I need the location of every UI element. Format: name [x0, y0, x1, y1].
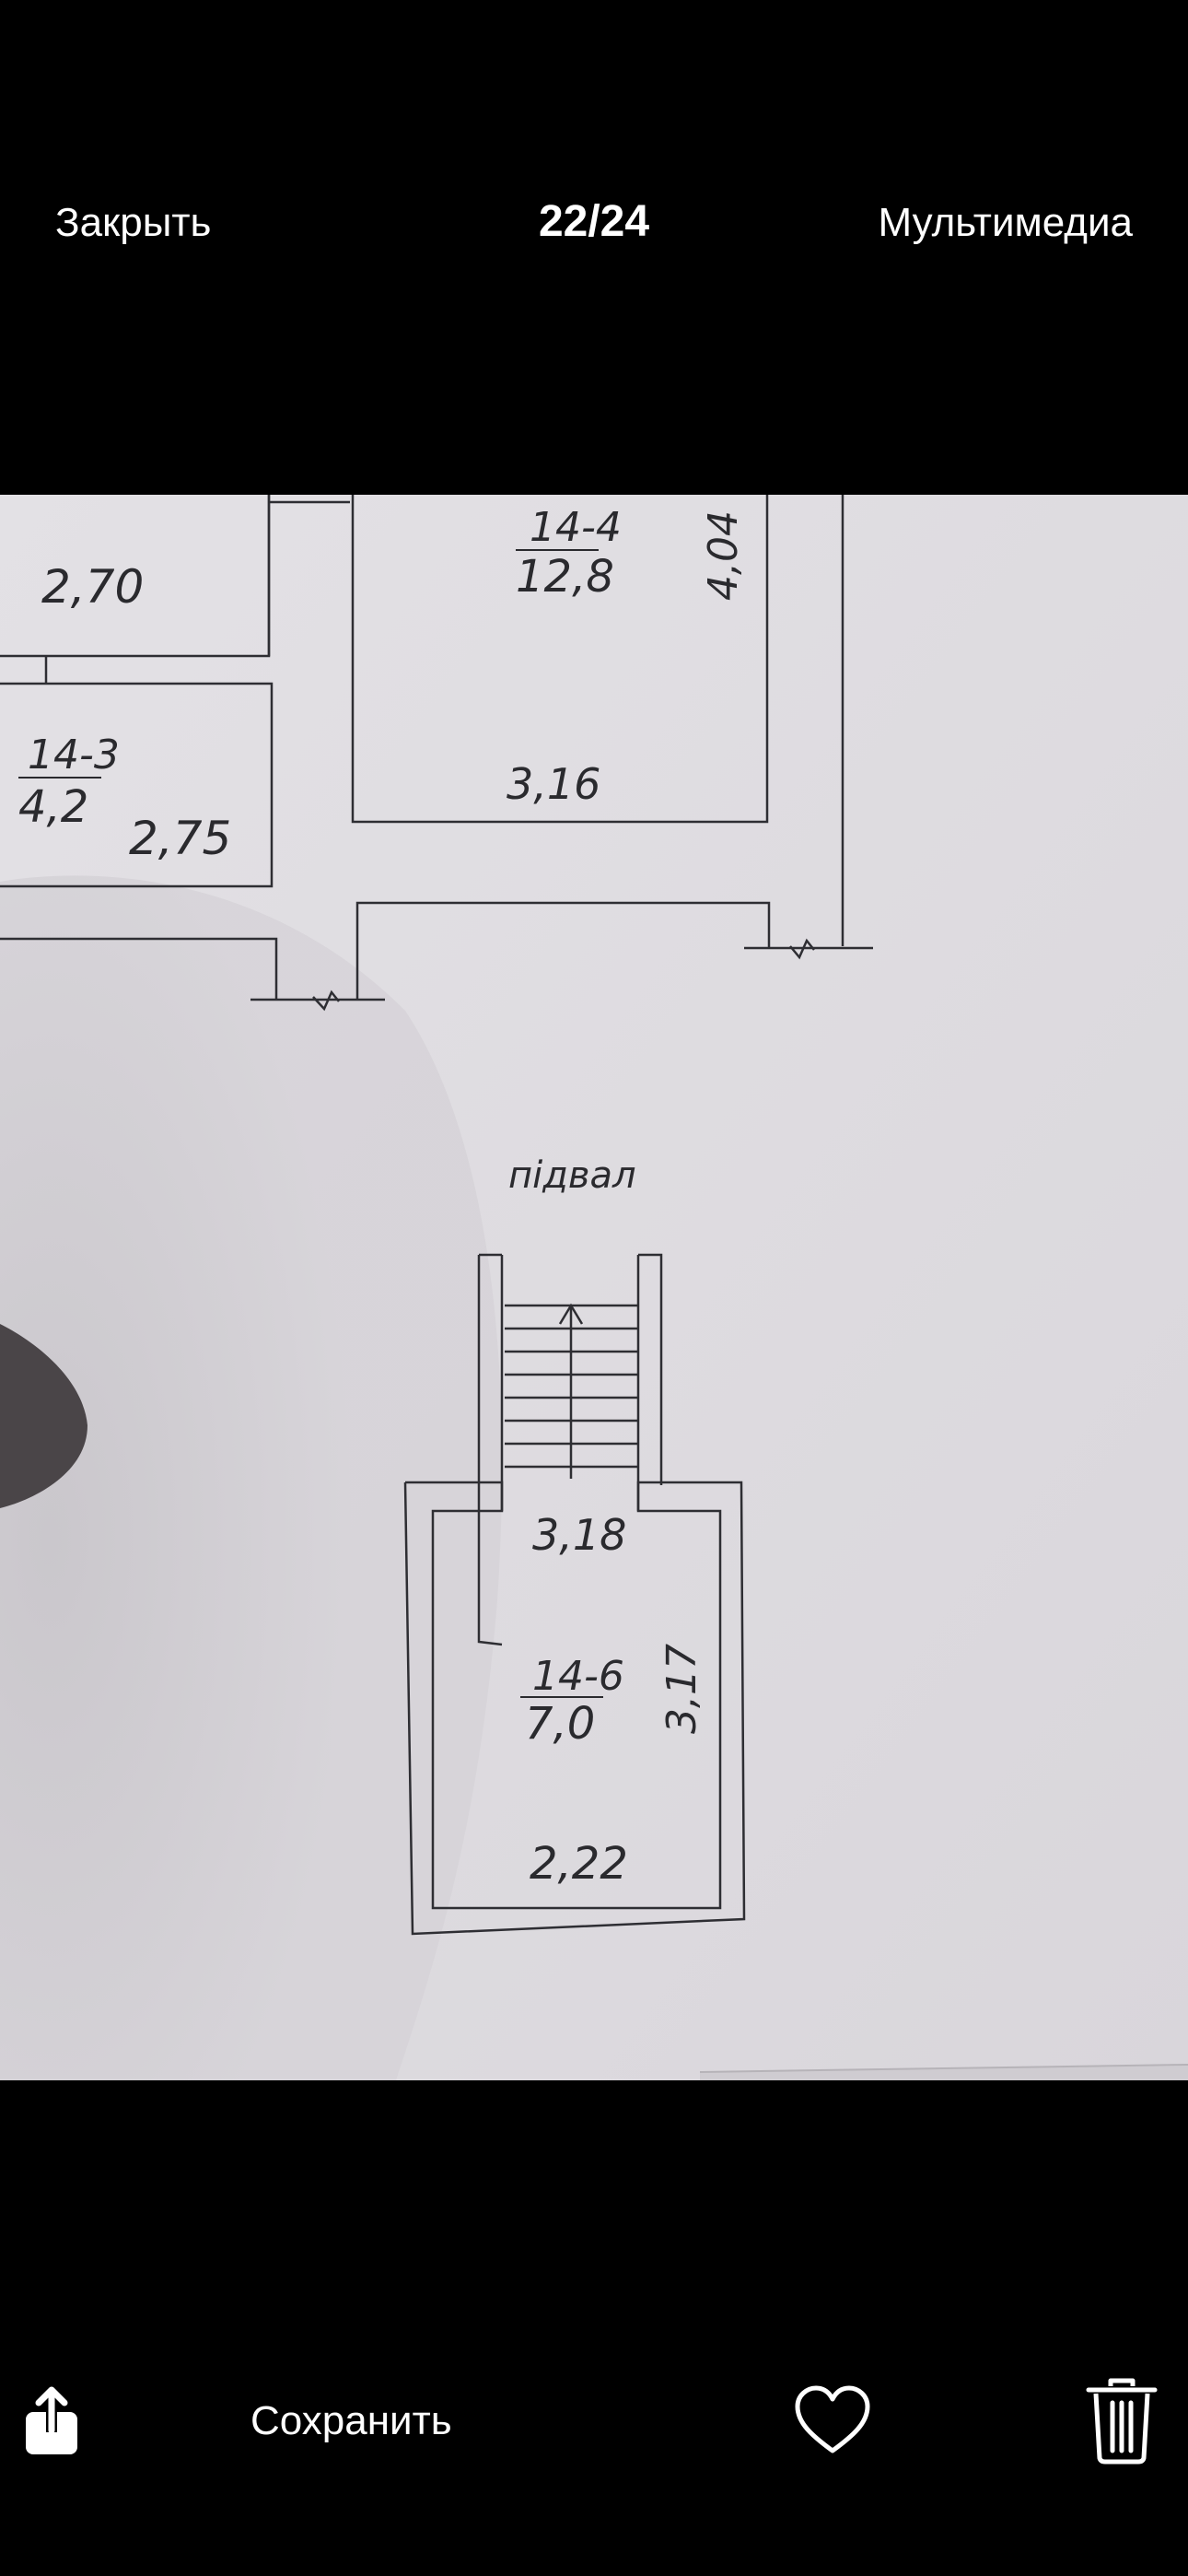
label-area-7-0: 7,0: [525, 1698, 595, 1750]
label-dim-270: 2,70: [41, 560, 144, 614]
like-button[interactable]: [794, 2384, 871, 2458]
label-dim-318: 3,18: [532, 1510, 626, 1560]
share-icon: [26, 2386, 77, 2454]
label-dim-316: 3,16: [507, 759, 600, 809]
bottom-toolbar: Сохранить: [0, 2080, 1188, 2576]
label-area-12-8: 12,8: [516, 551, 614, 603]
label-dim-404: 4,04: [700, 510, 747, 601]
label-basement: підвал: [508, 1154, 636, 1197]
top-bar: Закрыть 22/24 Мультимедиа: [0, 0, 1188, 494]
heart-icon: [795, 2385, 870, 2453]
photo-image[interactable]: 2,70 14-4 12,8 4,04 14-3 4,2 2,75 3,16 п…: [0, 495, 1188, 2080]
media-button[interactable]: Мультимедиа: [878, 195, 1133, 251]
label-dim-275: 2,75: [129, 812, 231, 865]
floor-plan-drawing: 2,70 14-4 12,8 4,04 14-3 4,2 2,75 3,16 п…: [0, 495, 1188, 2080]
label-room-14-3: 14-3: [28, 732, 120, 779]
label-dim-222: 2,22: [530, 1838, 628, 1890]
trash-icon: [1086, 2378, 1158, 2465]
plan-labels: 2,70 14-4 12,8 4,04 14-3 4,2 2,75 3,16 п…: [18, 504, 747, 1890]
photo-counter: 22/24: [538, 197, 650, 246]
close-button[interactable]: Закрыть: [55, 195, 211, 251]
label-area-4-2: 4,2: [18, 781, 88, 833]
label-dim-317: 3,17: [658, 1644, 705, 1734]
share-button[interactable]: [22, 2384, 81, 2458]
save-button[interactable]: Сохранить: [250, 2394, 452, 2449]
delete-button[interactable]: [1085, 2377, 1159, 2465]
label-room-14-6: 14-6: [532, 1653, 624, 1700]
plan-lines: [0, 495, 873, 1936]
label-room-14-4: 14-4: [530, 504, 622, 551]
